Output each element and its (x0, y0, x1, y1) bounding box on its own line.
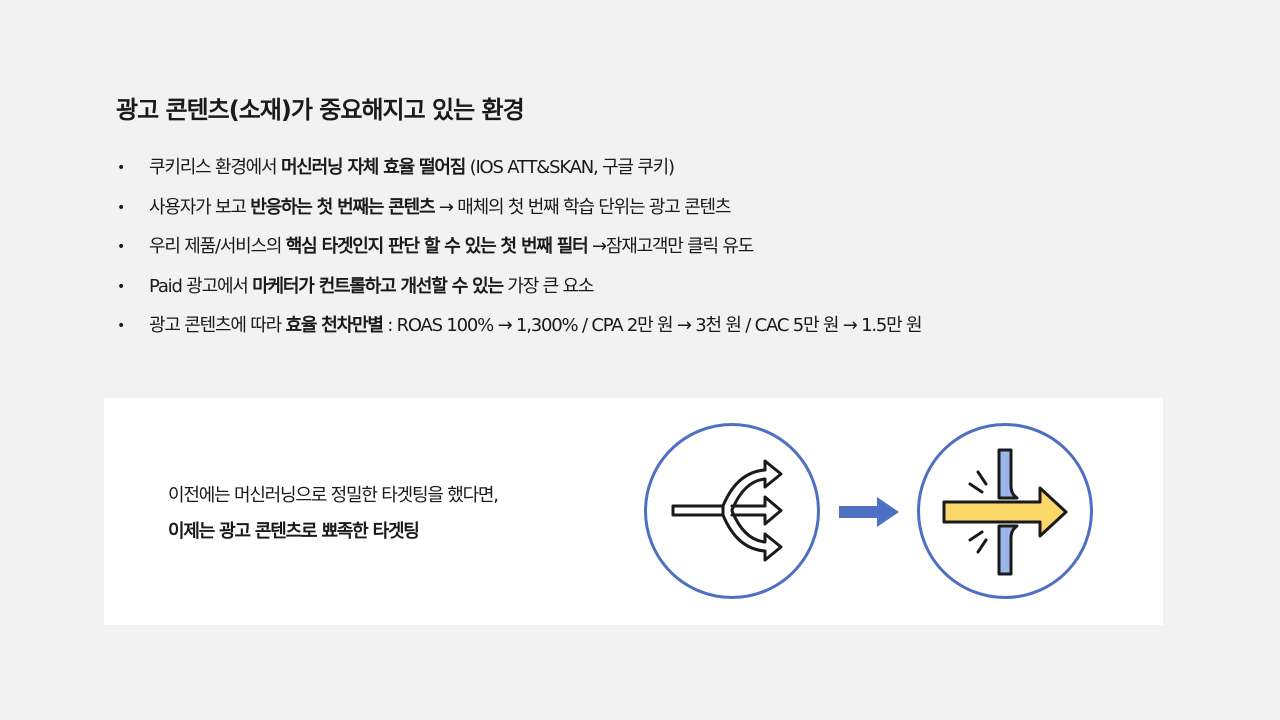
bullet-item: • 우리 제품/서비스의 핵심 타겟인지 판단 할 수 있는 첫 번째 필터 →… (114, 231, 921, 271)
bullet-marker: • (117, 278, 126, 295)
bullet-emphasis: 핵심 타겟인지 판단 할 수 있는 첫 번째 필터 (285, 236, 589, 257)
bullet-text: : ROAS 100% → 1,300% / CPA 2만 원 → 3천 원 /… (382, 315, 922, 336)
bullet-text: Paid 광고에서 (149, 275, 253, 297)
panel-text: 이전에는 머신러닝으로 정밀한 타겟팅을 했다면, 이제는 광고 콘텐츠로 뾰족… (168, 478, 499, 550)
panel-line-before: 이전에는 머신러닝으로 정밀한 타겟팅을 했다면, (168, 485, 499, 506)
bullet-emphasis: 마케터가 컨트롤하고 개선할 수 있는 (252, 275, 504, 297)
bullet-marker: • (117, 160, 126, 176)
bullet-marker: • (117, 318, 126, 334)
bullet-emphasis: 반응하는 첫 번째는 콘텐츠 (250, 196, 435, 218)
left-icon-circle (644, 423, 820, 599)
bullet-text: 광고 콘텐츠에 따라 (149, 315, 286, 336)
bullet-marker: • (117, 199, 126, 216)
bullet-list: • 쿠키리스 환경에서 머신러닝 자체 효율 떨어짐 (IOS ATT&SKAN… (114, 152, 923, 350)
bullet-text: → 매체의 첫 번째 학습 단위는 광고 콘텐츠 (434, 196, 732, 218)
bullet-text: (IOS ATT&SKAN, 구글 쿠키) (465, 157, 675, 178)
bullet-item: • 쿠키리스 환경에서 머신러닝 자체 효율 떨어짐 (IOS ATT&SKAN… (114, 152, 921, 192)
slide-title: 광고 콘텐츠(소재)가 중요해지고 있는 환경 (116, 96, 525, 124)
bullet-text: 사용자가 보고 (149, 196, 251, 218)
bullet-item: • 광고 콘텐츠에 따라 효율 천차만별 : ROAS 100% → 1,300… (114, 310, 923, 350)
bullet-marker: • (117, 239, 126, 255)
bullet-text: 쿠키리스 환경에서 (149, 157, 281, 178)
bullet-text: 가장 큰 요소 (502, 275, 594, 297)
bullet-text: →잠재고객만 클릭 유도 (587, 236, 754, 257)
bullet-item: • Paid 광고에서 마케터가 컨트롤하고 개선할 수 있는 가장 큰 요소 (114, 271, 921, 311)
bullet-emphasis: 효율 천차만별 (285, 315, 383, 336)
right-arrow-icon (839, 497, 899, 527)
panel-line-now: 이제는 광고 콘텐츠로 뾰족한 타겟팅 (168, 521, 420, 542)
split-arrows-icon (671, 459, 783, 562)
arrow-through-barrier-icon (942, 448, 1068, 576)
bullet-text: 우리 제품/서비스의 (149, 236, 286, 257)
bullet-item: • 사용자가 보고 반응하는 첫 번째는 콘텐츠 → 매체의 첫 번째 학습 단… (114, 192, 921, 232)
comparison-panel: 이전에는 머신러닝으로 정밀한 타겟팅을 했다면, 이제는 광고 콘텐츠로 뾰족… (104, 398, 1163, 625)
bullet-emphasis: 머신러닝 자체 효율 떨어짐 (280, 157, 466, 178)
right-icon-circle (917, 423, 1093, 599)
